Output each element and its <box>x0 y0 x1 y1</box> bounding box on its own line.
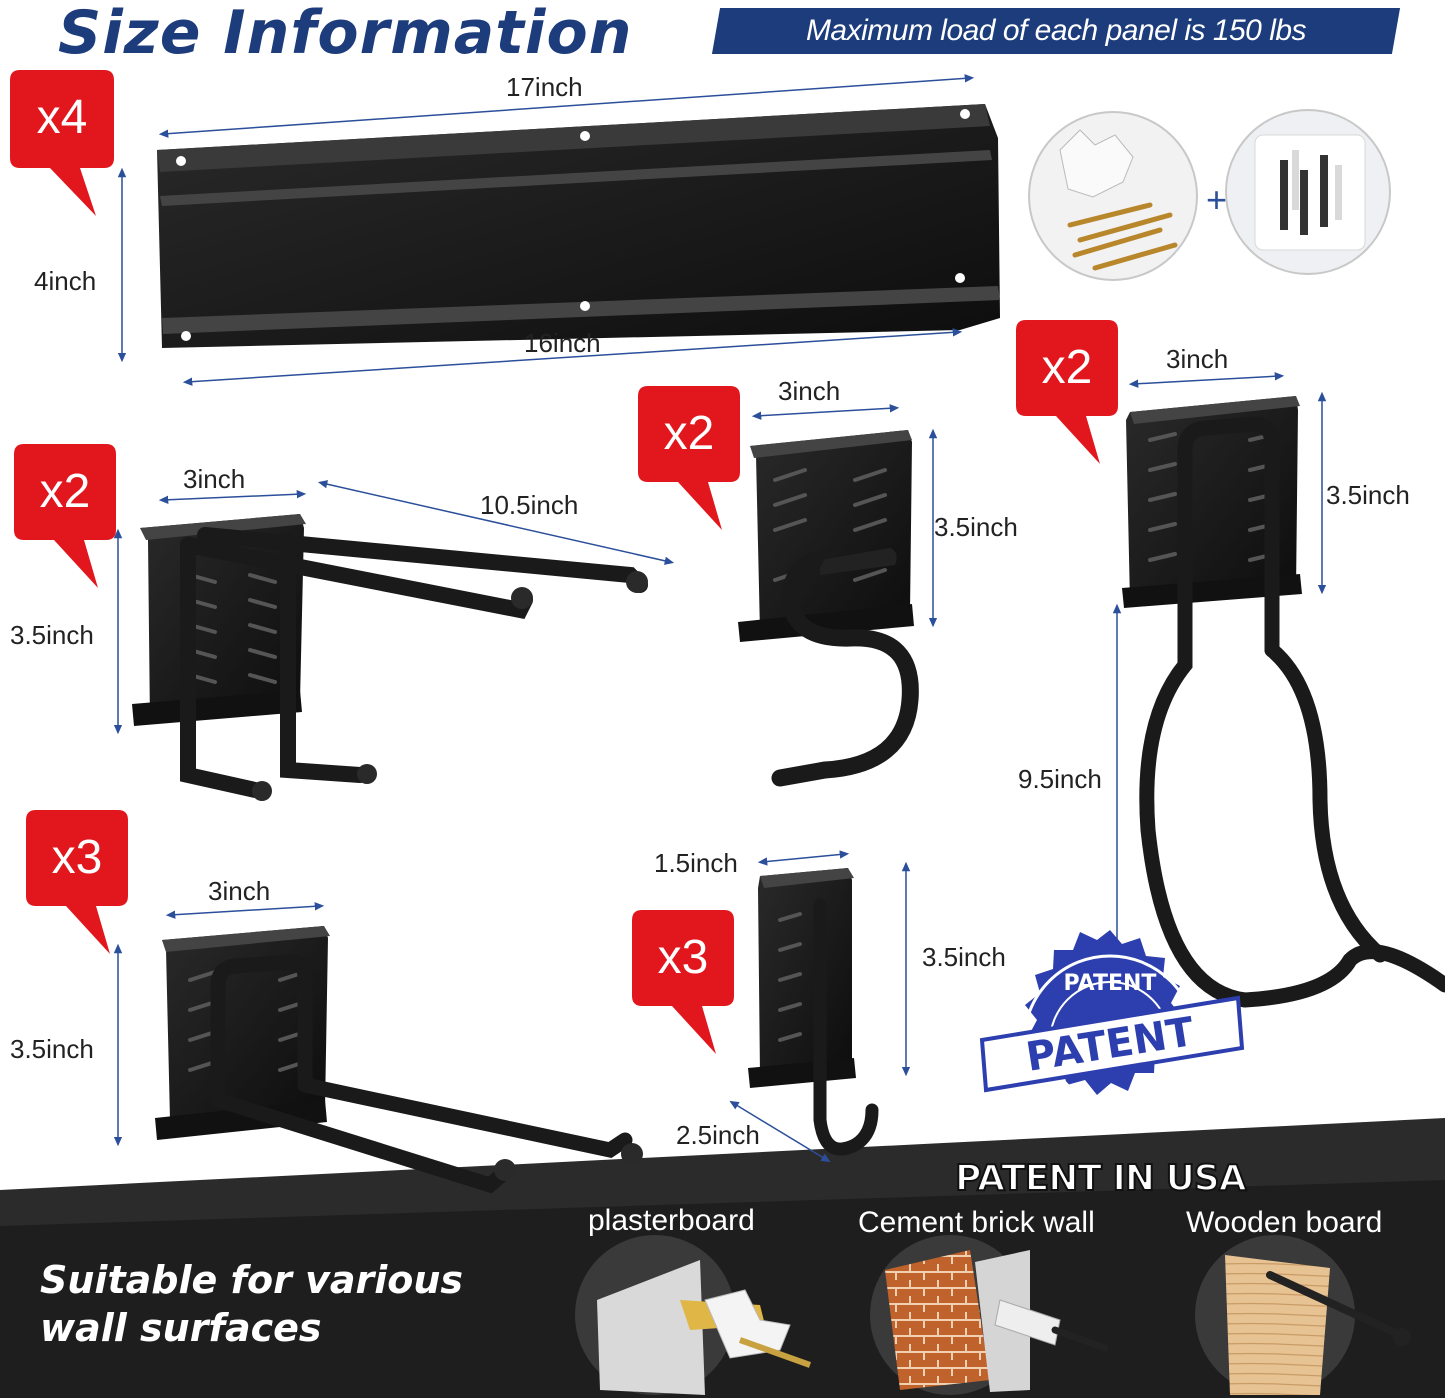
screws-pack-image <box>1225 109 1391 275</box>
j-hook-depth-label: 2.5inch <box>676 1120 760 1150</box>
plasterboard-image <box>575 1235 812 1395</box>
u-hook-qty-badge: x3 <box>26 810 128 956</box>
panel-height-label: 4inch <box>34 266 97 296</box>
double-hook <box>132 514 648 801</box>
surface-label-brick: Cement brick wall <box>858 1206 1095 1239</box>
load-banner-text: Maximum load of each panel is 150 lbs <box>805 14 1307 47</box>
surfaces-heading-line2: wall surfaces <box>40 1306 322 1350</box>
bike-hook-height-label: 3.5inch <box>1326 480 1410 510</box>
j-hook-height-label: 3.5inch <box>922 942 1006 972</box>
bike-hook-qty-text: x2 <box>1041 341 1093 394</box>
seal-bottom-text: PATENT <box>1064 1090 1157 1115</box>
u-hook-height-label: 3.5inch <box>10 1034 94 1064</box>
bike-hook-width-label: 3inch <box>1166 344 1229 374</box>
s-hook-qty-text: x2 <box>663 407 715 460</box>
page-title: Size Information <box>58 0 633 68</box>
s-hook-width-label: 3inch <box>778 376 841 406</box>
double-hook-length-label: 10.5inch <box>480 490 579 520</box>
u-hook-width-label: 3inch <box>208 876 271 906</box>
panel-bottom-width-label: 16inch <box>524 328 601 358</box>
bike-hook-length-label: 9.5inch <box>1018 764 1102 794</box>
surface-label-wood: Wooden board <box>1186 1206 1383 1239</box>
surfaces-heading-line1: Suitable for various <box>40 1258 464 1302</box>
double-hook-qty-text: x2 <box>39 465 91 518</box>
double-hook-height-label: 3.5inch <box>10 620 94 650</box>
s-hook <box>738 430 919 787</box>
double-hook-width-label: 3inch <box>183 464 246 494</box>
seal-top-text: PATENT <box>1064 971 1157 996</box>
j-hook-width-label: 1.5inch <box>654 848 738 878</box>
surfaces-heading: Suitable for various wall surfaces <box>40 1256 463 1352</box>
panel-qty-badge: x4 <box>10 70 114 218</box>
s-hook-qty-badge: x2 <box>638 386 740 532</box>
u-hook-qty-text: x3 <box>51 831 103 884</box>
bike-hook <box>1122 396 1445 1008</box>
u-hook <box>155 926 643 1194</box>
plus-icon: + <box>1206 179 1227 220</box>
j-hook-qty-badge: x3 <box>632 910 734 1056</box>
patent-seal: PATENT PATENT PATENT <box>979 930 1245 1130</box>
surface-label-plasterboard: plasterboard <box>588 1204 755 1237</box>
wooden-board-image <box>1195 1235 1411 1395</box>
patent-caption: PATENT IN USA <box>954 1157 1248 1200</box>
brick-wall-image <box>870 1235 1109 1395</box>
anchors-bag-image <box>1028 111 1198 281</box>
s-hook-height-label: 3.5inch <box>934 512 1018 542</box>
wall-panel <box>157 104 1000 348</box>
j-hook-qty-text: x3 <box>657 931 709 984</box>
panel-qty-text: x4 <box>36 91 88 144</box>
bike-hook-qty-badge: x2 <box>1016 320 1118 466</box>
panel-top-width-label: 17inch <box>506 72 583 102</box>
j-hook <box>748 868 879 1156</box>
double-hook-qty-badge: x2 <box>14 444 116 590</box>
